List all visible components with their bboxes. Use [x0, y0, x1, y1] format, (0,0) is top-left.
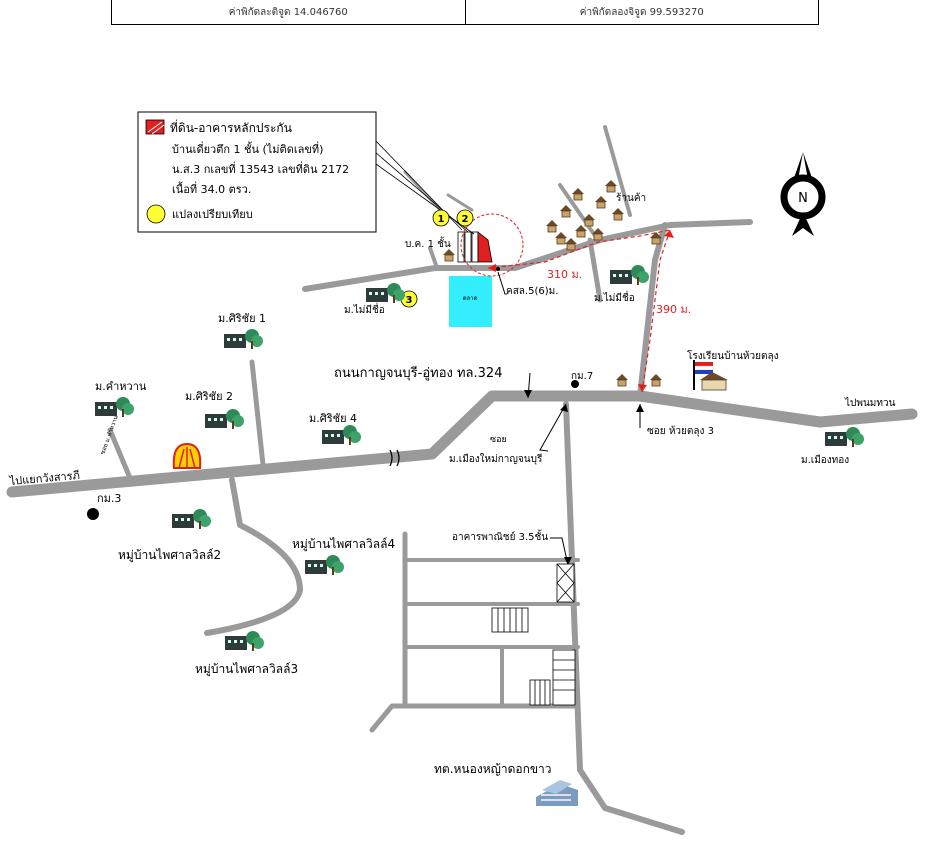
phaisan2-label: หมู่บ้านไพศาลวิลล์2 — [118, 548, 221, 563]
south-road — [563, 401, 685, 835]
shophouse-buildings — [491, 563, 576, 706]
latitude-cell: ค่าพิกัดละติจูด 14.046760 — [228, 6, 348, 18]
municipality-label: ทต.หนองหญ้าดอกขาว — [434, 762, 552, 776]
legend-title: ที่ดิน-อาคารหลักประกัน — [170, 119, 292, 135]
mueangthong-label: ม.เมืองทอง — [801, 454, 849, 466]
distance-310: 310 ม. — [547, 268, 582, 281]
phaisan4-label: หมู่บ้านไพศาลวิลล์4 — [292, 537, 395, 552]
school-label: โรงเรียนบ้านห้วยตลุง — [687, 349, 779, 362]
soi-new-label-a: ซอย — [490, 435, 507, 445]
km3-point — [87, 508, 99, 520]
school-icon — [693, 360, 728, 391]
shophouse-label: อาคารพาณิชย์ 3.5ชั้น — [452, 529, 548, 543]
soi-new-label-b: ม.เมืองใหม่กาญจนบุรี — [449, 453, 543, 465]
marker-2: 2 — [462, 214, 469, 225]
compass-icon: N — [780, 152, 826, 236]
ksl-label: คสล.5(6)ม. — [506, 286, 558, 297]
km7-label: กม.7 — [571, 371, 593, 382]
road-break-mark — [389, 449, 400, 467]
legend-compare: แปลงเปรียบเทียบ — [172, 208, 253, 221]
to-phanom-label: ไปพนมทวน — [844, 397, 896, 409]
soi-huaitalung-label: ซอย ห้วยตลุง 3 — [647, 425, 714, 437]
market-label: ตลาด — [463, 295, 478, 302]
legend-compare-icon — [146, 204, 166, 224]
main-road-label: ถนนกาญจนบุรี-อู่ทอง ทล.324 — [334, 365, 502, 381]
khamwan-label: ม.คำหวาน — [95, 380, 147, 393]
legend-line-2: น.ส.3 กเลขที่ 13543 เลขที่ดิน 2172 — [172, 161, 349, 176]
distance-390: 390 ม. — [656, 303, 691, 316]
nameless-village-1: ม.ไม่มีชื่อ — [344, 302, 385, 316]
map-labels: บ.ค. 1 ชั้น ร้านค้า คสล.5(6)ม. 310 ม. 39… — [8, 192, 895, 776]
comparison-markers: 1 2 3 — [400, 209, 474, 308]
shop-label: ร้านค้า — [616, 192, 646, 204]
coordinates-table: ค่าพิกัดละติจูด 14.046760 ค่าพิกัดลองจิจ… — [111, 0, 819, 25]
map-legend: ที่ดิน-อาคารหลักประกัน บ้านเดี่ยวตึก 1 ช… — [137, 111, 377, 233]
longitude-cell: ค่าพิกัดลองจิจูด 99.593270 — [464, 0, 819, 24]
road-network — [6, 125, 918, 835]
phaisan3-label: หมู่บ้านไพศาลวิลล์3 — [195, 662, 298, 677]
sirichai-2-label: ม.ศิริชัย 2 — [185, 390, 233, 403]
sirichai-4-label: ม.ศิริชัย 4 — [309, 412, 357, 425]
route-path — [487, 229, 671, 393]
upper-road — [302, 219, 753, 292]
to-wangsarabhi-label: ไปแยกวังสารภี — [8, 469, 80, 488]
municipality-building — [536, 780, 578, 806]
km7-point — [571, 380, 579, 388]
sirichai-1-label: ม.ศิริชัย 1 — [218, 312, 266, 325]
legend-line-3: เนื้อที่ 34.0 ตรว. — [172, 181, 251, 196]
marker-3: 3 — [406, 295, 413, 306]
marker-1: 1 — [438, 214, 445, 225]
main-highway — [6, 390, 918, 498]
km3-label: กม.3 — [97, 492, 121, 505]
pond — [449, 276, 492, 327]
compass-north-label: N — [798, 191, 808, 206]
house-label: บ.ค. 1 ชั้น — [405, 236, 451, 250]
north-branch — [637, 222, 668, 399]
legend-line-1: บ้านเดี่ยวตึก 1 ชั้น (ไม่ติดเลขที่) — [172, 141, 323, 156]
shell-logo — [172, 442, 202, 469]
nameless-village-2: ม.ไม่มีชื่อ — [594, 290, 635, 304]
